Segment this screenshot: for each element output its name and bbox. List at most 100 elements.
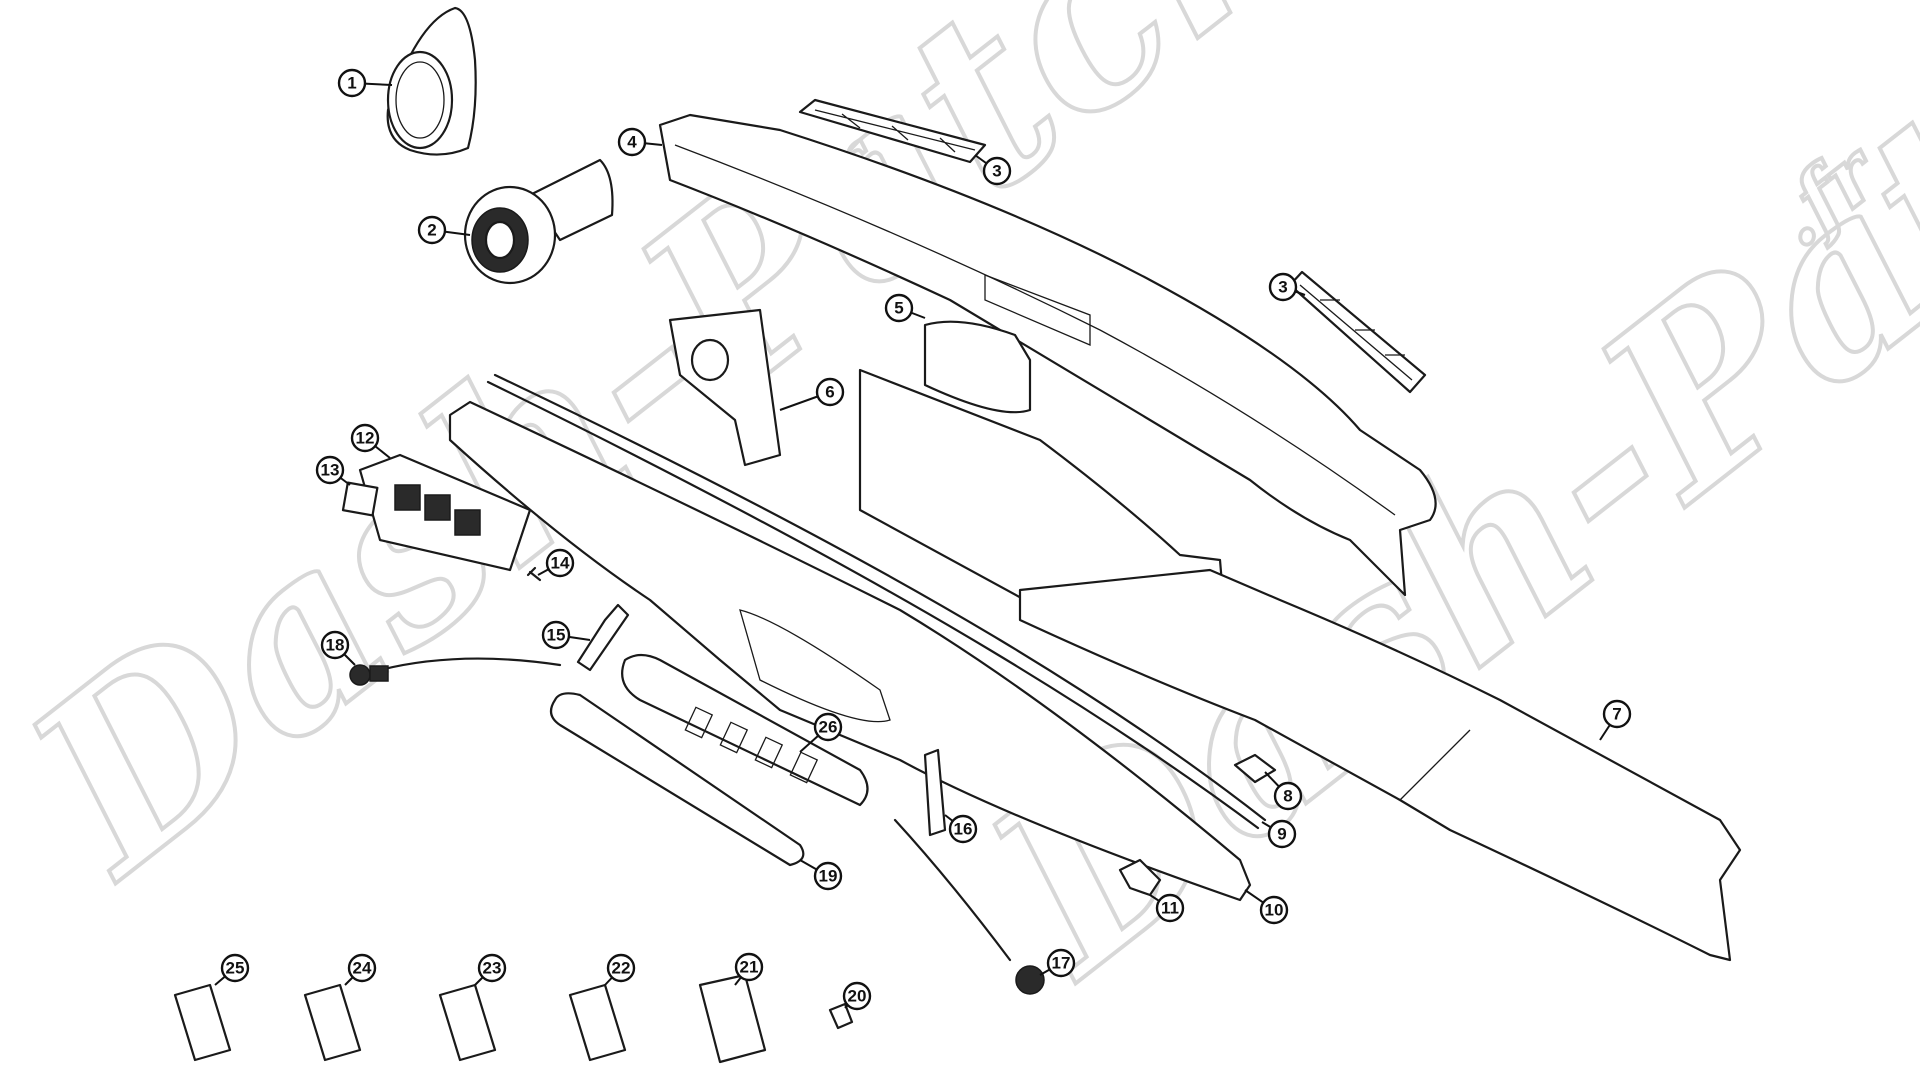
callout-21: 21 bbox=[734, 952, 764, 986]
part-rocker-switch bbox=[698, 973, 767, 1064]
part-heater-cable bbox=[893, 818, 1045, 995]
callout-circle bbox=[350, 423, 380, 453]
callout-19: 19 bbox=[799, 859, 843, 891]
part-switch-cap bbox=[341, 481, 379, 517]
callout-circle bbox=[315, 455, 345, 485]
callout-circle bbox=[1267, 819, 1297, 849]
callout-number: 10 bbox=[1265, 901, 1284, 920]
callout-circle bbox=[982, 156, 1012, 186]
part-dash-rail bbox=[1018, 568, 1742, 962]
callout-number: 26 bbox=[819, 718, 838, 737]
part-switch-bezel bbox=[621, 653, 869, 807]
part-choke-cable bbox=[349, 657, 562, 686]
callout-circle bbox=[1259, 895, 1289, 925]
callout-number: 18 bbox=[326, 636, 345, 655]
callout-number: 22 bbox=[612, 959, 631, 978]
callout-circle bbox=[1046, 948, 1076, 978]
callout-6: 6 bbox=[779, 377, 845, 411]
callout-3a: 3 bbox=[974, 154, 1012, 186]
callout-circle bbox=[220, 953, 250, 983]
callout-number: 21 bbox=[740, 958, 759, 977]
part-switch-bezel-seal bbox=[549, 692, 805, 867]
part-bracket-left bbox=[576, 603, 630, 672]
callout-9: 9 bbox=[1261, 819, 1297, 849]
part-rocker-switch bbox=[173, 983, 232, 1062]
callout-circle bbox=[417, 215, 447, 245]
callout-13: 13 bbox=[315, 455, 351, 486]
callout-layer: 1233456789101112131415161718192021222324… bbox=[214, 68, 1632, 1011]
part-screw bbox=[526, 566, 542, 582]
callout-number: 3 bbox=[1278, 278, 1287, 297]
callout-number: 8 bbox=[1283, 787, 1292, 806]
callout-circle bbox=[320, 630, 350, 660]
callout-circle bbox=[1602, 699, 1632, 729]
part-seal-strip bbox=[486, 373, 1267, 830]
callout-number: 2 bbox=[427, 221, 436, 240]
callout-circle bbox=[815, 377, 845, 407]
callout-circle bbox=[477, 953, 507, 983]
part-rocker-switch bbox=[438, 983, 497, 1062]
callout-circle bbox=[1155, 893, 1185, 923]
callout-number: 24 bbox=[353, 959, 372, 978]
callout-number: 25 bbox=[226, 959, 245, 978]
callout-circle bbox=[606, 953, 636, 983]
callout-22: 22 bbox=[604, 953, 636, 986]
callout-circle bbox=[545, 548, 575, 578]
callout-number: 23 bbox=[483, 959, 502, 978]
callout-1: 1 bbox=[337, 68, 393, 98]
callout-number: 1 bbox=[347, 74, 356, 93]
callout-23: 23 bbox=[474, 953, 507, 986]
callout-number: 3 bbox=[992, 162, 1001, 181]
callout-number: 15 bbox=[547, 626, 566, 645]
callout-11: 11 bbox=[1149, 893, 1185, 923]
callout-number: 7 bbox=[1612, 705, 1621, 724]
part-glovebox-plate bbox=[923, 320, 1032, 414]
callout-number: 17 bbox=[1052, 954, 1071, 973]
callout-circle bbox=[1268, 272, 1298, 302]
callout-circle bbox=[948, 814, 978, 844]
callout-number: 19 bbox=[819, 867, 838, 886]
callout-number: 11 bbox=[1161, 899, 1179, 918]
callout-number: 9 bbox=[1277, 825, 1286, 844]
callout-8: 8 bbox=[1264, 771, 1303, 811]
part-vent-grille-left bbox=[798, 98, 987, 164]
callout-7: 7 bbox=[1599, 699, 1632, 741]
callout-circle bbox=[813, 712, 843, 742]
callout-circle bbox=[813, 861, 843, 891]
callout-number: 16 bbox=[954, 820, 973, 839]
part-clip bbox=[1233, 753, 1277, 784]
callout-16: 16 bbox=[944, 814, 978, 844]
callout-15: 15 bbox=[541, 620, 591, 650]
callout-number: 5 bbox=[894, 299, 903, 318]
callout-circle bbox=[541, 620, 571, 650]
callout-4: 4 bbox=[617, 127, 663, 157]
callout-circle bbox=[1273, 781, 1303, 811]
part-switch-panel bbox=[358, 453, 532, 572]
callout-17: 17 bbox=[1039, 948, 1076, 978]
callout-number: 12 bbox=[356, 429, 375, 448]
part-gauge-bezel bbox=[386, 6, 477, 156]
callout-number: 14 bbox=[551, 554, 570, 573]
part-rocker-switch bbox=[568, 983, 627, 1062]
callout-number: 4 bbox=[627, 133, 637, 152]
callout-number: 20 bbox=[848, 987, 867, 1006]
callout-2: 2 bbox=[417, 215, 471, 245]
callout-14: 14 bbox=[537, 548, 575, 578]
callout-24: 24 bbox=[344, 953, 377, 986]
callout-number: 6 bbox=[825, 383, 834, 402]
callout-12: 12 bbox=[350, 423, 391, 459]
callout-number: 13 bbox=[321, 461, 340, 480]
callout-circle bbox=[734, 952, 764, 982]
part-dash-panel bbox=[448, 400, 1252, 902]
part-bulb bbox=[828, 1002, 854, 1030]
callout-3b: 3 bbox=[1268, 272, 1306, 302]
callout-circle bbox=[337, 68, 367, 98]
part-rocker-switch bbox=[303, 983, 362, 1062]
callout-circle bbox=[884, 293, 914, 323]
callout-26: 26 bbox=[799, 712, 843, 753]
callout-10: 10 bbox=[1244, 889, 1289, 925]
callout-circle bbox=[842, 981, 872, 1011]
callout-18: 18 bbox=[320, 630, 356, 666]
callout-circle bbox=[617, 127, 647, 157]
callout-5: 5 bbox=[884, 293, 926, 323]
